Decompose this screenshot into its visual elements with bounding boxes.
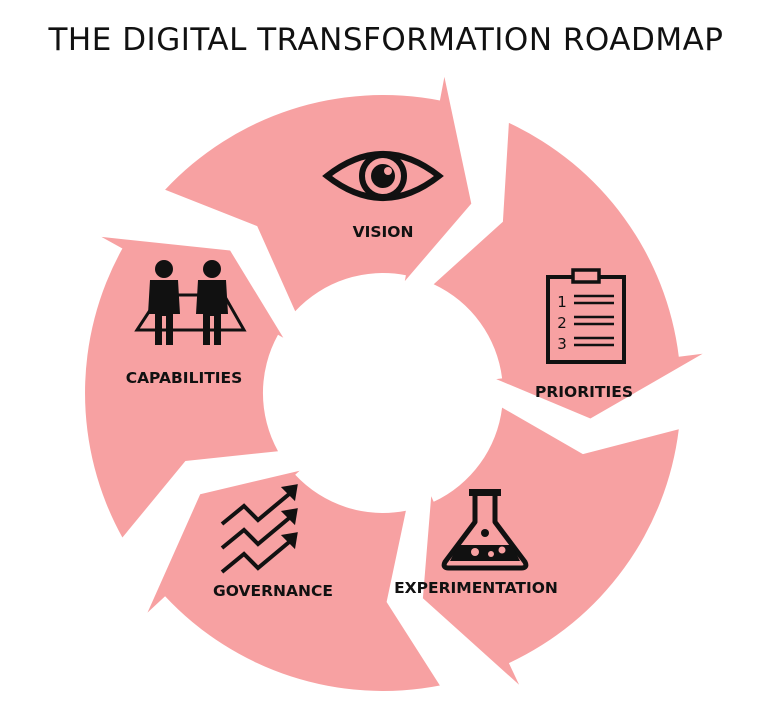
cycle-segment-priorities bbox=[433, 122, 703, 419]
segment-label-experimentation: EXPERIMENTATION bbox=[394, 579, 558, 597]
priority-number-2: 2 bbox=[557, 314, 567, 332]
eye-icon bbox=[322, 151, 444, 201]
diagram-title: THE DIGITAL TRANSFORMATION ROADMAP bbox=[48, 22, 724, 58]
priority-number-1: 1 bbox=[557, 293, 567, 311]
cycle-segments bbox=[85, 76, 703, 691]
people-icon bbox=[134, 260, 247, 345]
cycle-segment-vision bbox=[165, 76, 472, 312]
cycle-segment-experimentation bbox=[422, 407, 679, 685]
clipboard-list-icon: 1 2 3 bbox=[546, 268, 626, 364]
trend-arrows-icon bbox=[220, 484, 298, 574]
lab-flask-icon bbox=[441, 489, 529, 571]
segment-label-priorities: PRIORITIES bbox=[535, 383, 633, 401]
cycle-segment-governance bbox=[147, 470, 440, 691]
priority-number-3: 3 bbox=[557, 335, 567, 353]
segment-label-capabilities: CAPABILITIES bbox=[126, 369, 243, 387]
segment-label-vision: VISION bbox=[353, 223, 414, 241]
segment-label-governance: GOVERNANCE bbox=[213, 582, 333, 600]
